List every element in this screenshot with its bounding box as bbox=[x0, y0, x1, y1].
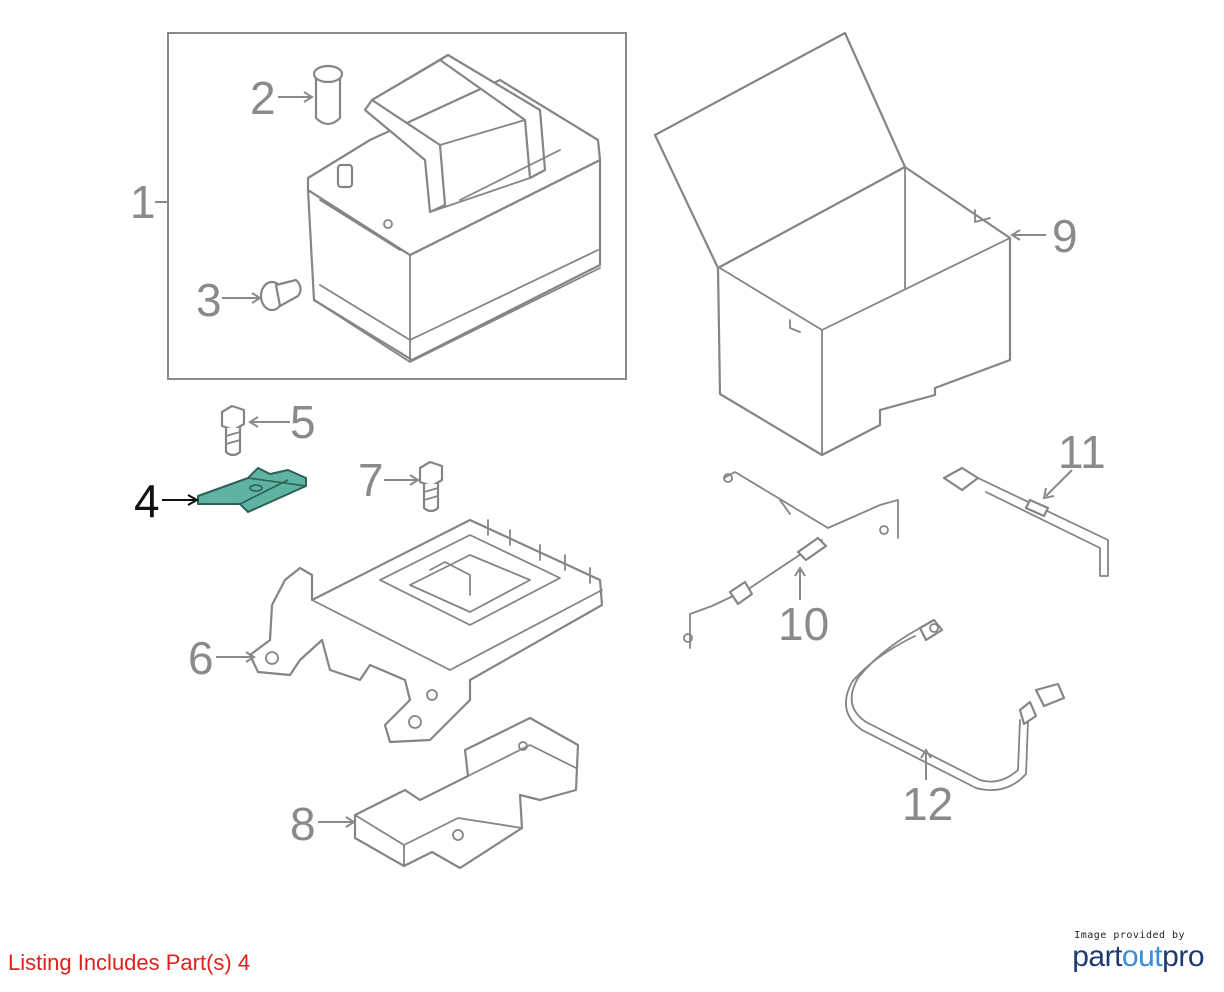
callout-11: 11 bbox=[1058, 426, 1106, 478]
callout-12: 12 bbox=[902, 778, 953, 830]
listing-includes-note: Listing Includes Part(s) 4 bbox=[8, 950, 251, 975]
ground-strap-part[interactable] bbox=[942, 466, 1109, 577]
callout-2: 2 bbox=[250, 72, 276, 124]
positive-cable-part[interactable] bbox=[845, 618, 1066, 792]
logo-text-out: out bbox=[1121, 940, 1163, 973]
lower-tray-part[interactable] bbox=[353, 716, 580, 870]
leader-lines bbox=[155, 91, 1073, 828]
terminal-cap-part[interactable] bbox=[312, 64, 344, 126]
logo-text-part: part bbox=[1072, 940, 1122, 973]
callout-9: 9 bbox=[1052, 210, 1078, 262]
callout-8: 8 bbox=[290, 798, 316, 850]
hold-down-clamp-part[interactable] bbox=[197, 467, 307, 513]
callout-3: 3 bbox=[196, 274, 222, 326]
battery-tray-part[interactable] bbox=[248, 518, 604, 744]
logo-text-pro: pro bbox=[1162, 940, 1204, 973]
callout-10: 10 bbox=[778, 598, 829, 650]
callout-4: 4 bbox=[134, 475, 160, 527]
provider-caption: Image provided by bbox=[1074, 930, 1186, 941]
bolt-part-5[interactable] bbox=[220, 404, 246, 457]
battery-cover-box-part[interactable] bbox=[653, 31, 1012, 457]
callout-5: 5 bbox=[290, 396, 316, 448]
bolt-part-7[interactable] bbox=[418, 460, 444, 513]
negative-cable-part[interactable] bbox=[683, 471, 899, 649]
partoutpro-logo[interactable]: partoutpro bbox=[1072, 941, 1204, 973]
battery-group-frame bbox=[167, 32, 627, 380]
vent-plug-part[interactable] bbox=[259, 278, 302, 312]
callout-1: 1 bbox=[130, 176, 156, 228]
callout-6: 6 bbox=[188, 632, 214, 684]
callout-labels: 1 2 3 4 5 6 7 8 9 10 11 12 bbox=[130, 72, 1106, 850]
battery-part[interactable] bbox=[306, 53, 602, 363]
callout-7: 7 bbox=[358, 454, 384, 506]
provider-credit: Image provided by partoutpro bbox=[1072, 930, 1204, 973]
